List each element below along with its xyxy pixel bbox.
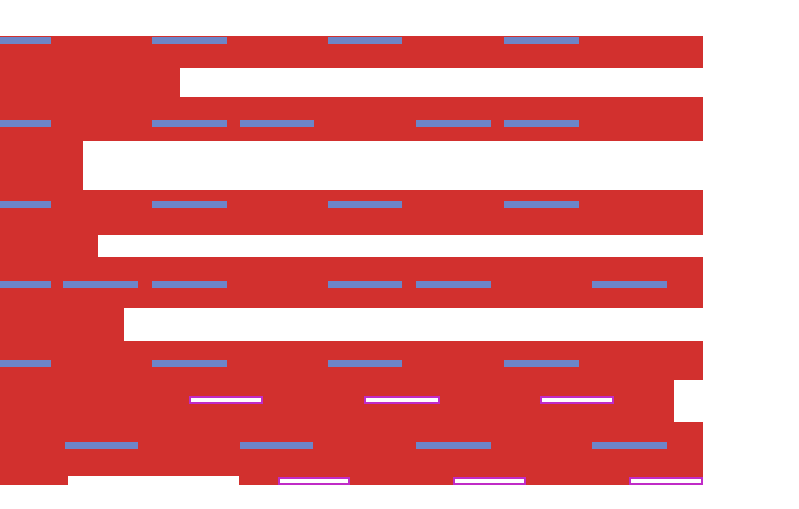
visited-link-strip[interactable]	[540, 396, 614, 404]
link-strip[interactable]	[240, 442, 313, 449]
link-strip[interactable]	[504, 201, 579, 208]
link-strip[interactable]	[0, 281, 51, 288]
link-strip[interactable]	[152, 201, 227, 208]
redacted-text-block	[0, 476, 68, 485]
link-strip[interactable]	[328, 360, 402, 367]
link-strip[interactable]	[152, 37, 227, 44]
link-strip[interactable]	[152, 120, 227, 127]
link-strip[interactable]	[504, 360, 579, 367]
visited-link-strip[interactable]	[629, 477, 703, 485]
visited-link-strip[interactable]	[364, 396, 440, 404]
link-strip[interactable]	[152, 360, 227, 367]
link-strip[interactable]	[504, 120, 579, 127]
visited-link-strip[interactable]	[453, 477, 526, 485]
link-strip[interactable]	[592, 442, 667, 449]
link-strip[interactable]	[0, 360, 51, 367]
redacted-text-block	[0, 235, 98, 257]
link-strip[interactable]	[65, 442, 138, 449]
redacted-text-block	[0, 97, 703, 141]
redacted-text-block	[0, 68, 180, 97]
visited-link-strip[interactable]	[189, 396, 263, 404]
link-strip[interactable]	[0, 120, 51, 127]
link-strip[interactable]	[592, 281, 667, 288]
redacted-text-block	[0, 190, 703, 235]
link-strip[interactable]	[416, 120, 491, 127]
link-strip[interactable]	[63, 281, 138, 288]
link-strip[interactable]	[152, 281, 227, 288]
link-strip[interactable]	[0, 37, 51, 44]
link-strip[interactable]	[240, 120, 314, 127]
link-strip[interactable]	[416, 281, 491, 288]
link-strip[interactable]	[0, 201, 51, 208]
link-strip[interactable]	[328, 37, 402, 44]
redacted-text-block	[0, 141, 83, 190]
redacted-text-block	[0, 308, 124, 341]
link-strip[interactable]	[504, 37, 579, 44]
redacted-text-block	[0, 422, 703, 476]
link-strip[interactable]	[328, 201, 402, 208]
link-strip[interactable]	[416, 442, 491, 449]
link-strip[interactable]	[328, 281, 402, 288]
visited-link-strip[interactable]	[278, 477, 350, 485]
